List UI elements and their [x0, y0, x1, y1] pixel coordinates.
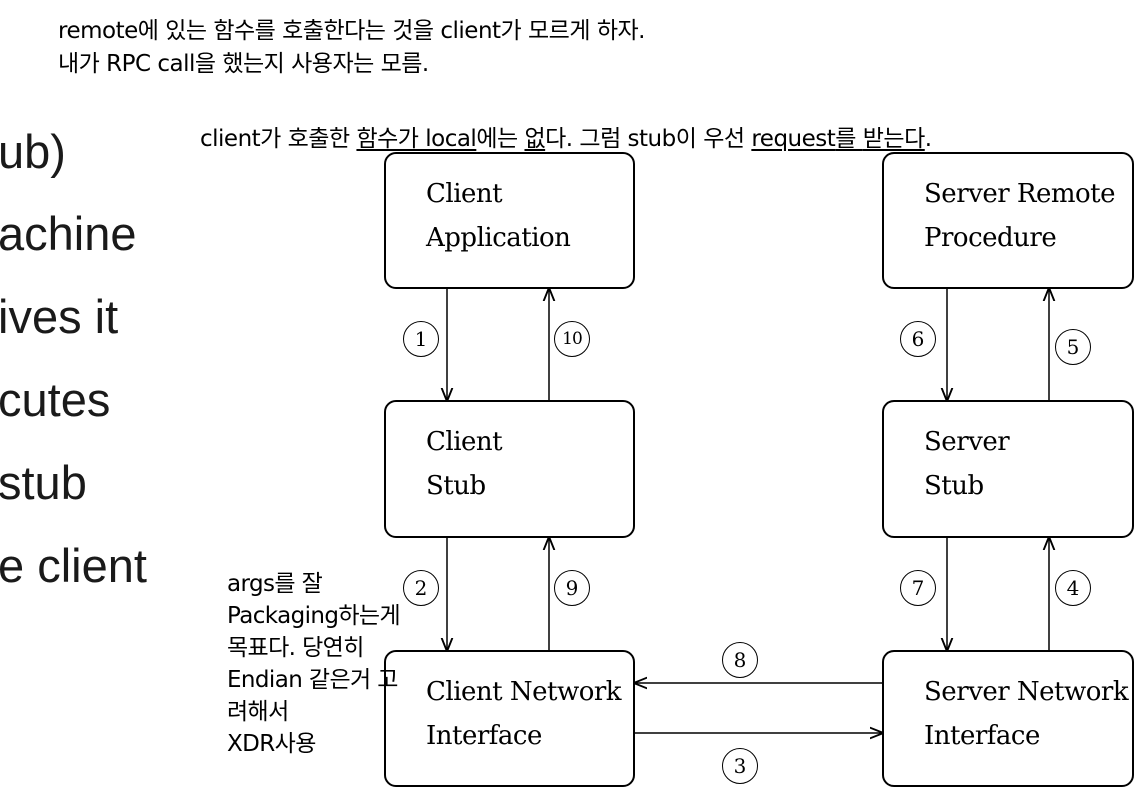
slide-fragment-3: ives it: [0, 290, 119, 343]
stub-note-part-4: 없: [524, 126, 546, 152]
box-client-stub-line-2: Stub: [426, 471, 486, 501]
stub-note-part-6: request: [751, 126, 836, 152]
box-server-remote-procedure-line-1: Server Remote: [924, 179, 1116, 209]
box-server-network-interface-line-1: Server Network: [924, 677, 1129, 707]
slide-fragment-4: cutes: [0, 373, 111, 426]
step-label-6: 6: [900, 321, 936, 357]
step-label-4: 4: [1055, 570, 1091, 606]
args-note-line-3: 목표다. 당연히: [227, 635, 364, 661]
slide-fragment-5: stub: [0, 456, 87, 509]
note-args-packaging: args를 잘 Packaging하는게 목표다. 당연히 Endian 같은거…: [227, 568, 401, 760]
step-label-8: 8: [722, 642, 758, 678]
step-label-10: 10: [554, 321, 590, 357]
stub-note-part-1: client가 호출한: [200, 126, 357, 152]
note-top-line-2: 내가 RPC call을 했는지 사용자는 모름.: [58, 51, 429, 77]
box-client-network-interface-line-1: Client Network: [426, 677, 622, 707]
box-client-application-line-2: Application: [426, 223, 571, 253]
stub-note-part-8: 받는다: [862, 126, 925, 152]
note-stub-request: client가 호출한 함수가 local에는 없다. 그럼 stub이 우선 …: [200, 123, 932, 156]
stub-note-part-9: .: [924, 126, 932, 152]
slide-fragment-2: achine: [0, 207, 137, 260]
args-note-line-5: 려해서: [227, 699, 289, 725]
step-label-2: 2: [403, 570, 439, 606]
box-client-stub: Client Stub: [384, 400, 635, 538]
step-label-3: 3: [722, 748, 758, 784]
step-label-7: 7: [900, 570, 936, 606]
box-server-remote-procedure: Server Remote Procedure: [882, 152, 1134, 289]
box-server-stub-line-2: Stub: [924, 471, 984, 501]
stub-note-part-3: 에는: [476, 126, 525, 152]
box-server-stub-line-1: Server: [924, 427, 1010, 457]
step-label-1: 1: [403, 321, 439, 357]
box-client-network-interface-line-2: Interface: [426, 721, 542, 751]
box-server-stub: Server Stub: [882, 400, 1134, 538]
box-client-application-line-1: Client: [426, 179, 503, 209]
box-server-network-interface: Server Network Interface: [882, 650, 1134, 787]
stub-note-part-5: 다. 그럼 stub이 우선: [545, 126, 752, 152]
args-note-line-4: Endian 같은거 고: [227, 667, 398, 693]
step-label-5: 5: [1055, 329, 1091, 365]
slide-fragment-1: ub): [0, 125, 66, 178]
box-server-remote-procedure-line-2: Procedure: [924, 223, 1057, 253]
args-note-line-2: Packaging하는게: [227, 603, 401, 629]
stub-note-part-7: 를: [835, 126, 863, 152]
box-client-stub-line-1: Client: [426, 427, 503, 457]
box-server-network-interface-line-2: Interface: [924, 721, 1040, 751]
args-note-line-6: XDR사용: [227, 731, 316, 757]
note-top-line-1: remote에 있는 함수를 호출한다는 것을 client가 모르게 하자.: [58, 18, 645, 44]
step-label-9: 9: [554, 570, 590, 606]
box-client-application: Client Application: [384, 152, 635, 289]
box-client-network-interface: Client Network Interface: [384, 650, 635, 787]
stub-note-part-2: 함수가 local: [356, 126, 477, 152]
args-note-line-1: args를 잘: [227, 571, 323, 597]
slide-fragment-6: e client: [0, 539, 147, 592]
